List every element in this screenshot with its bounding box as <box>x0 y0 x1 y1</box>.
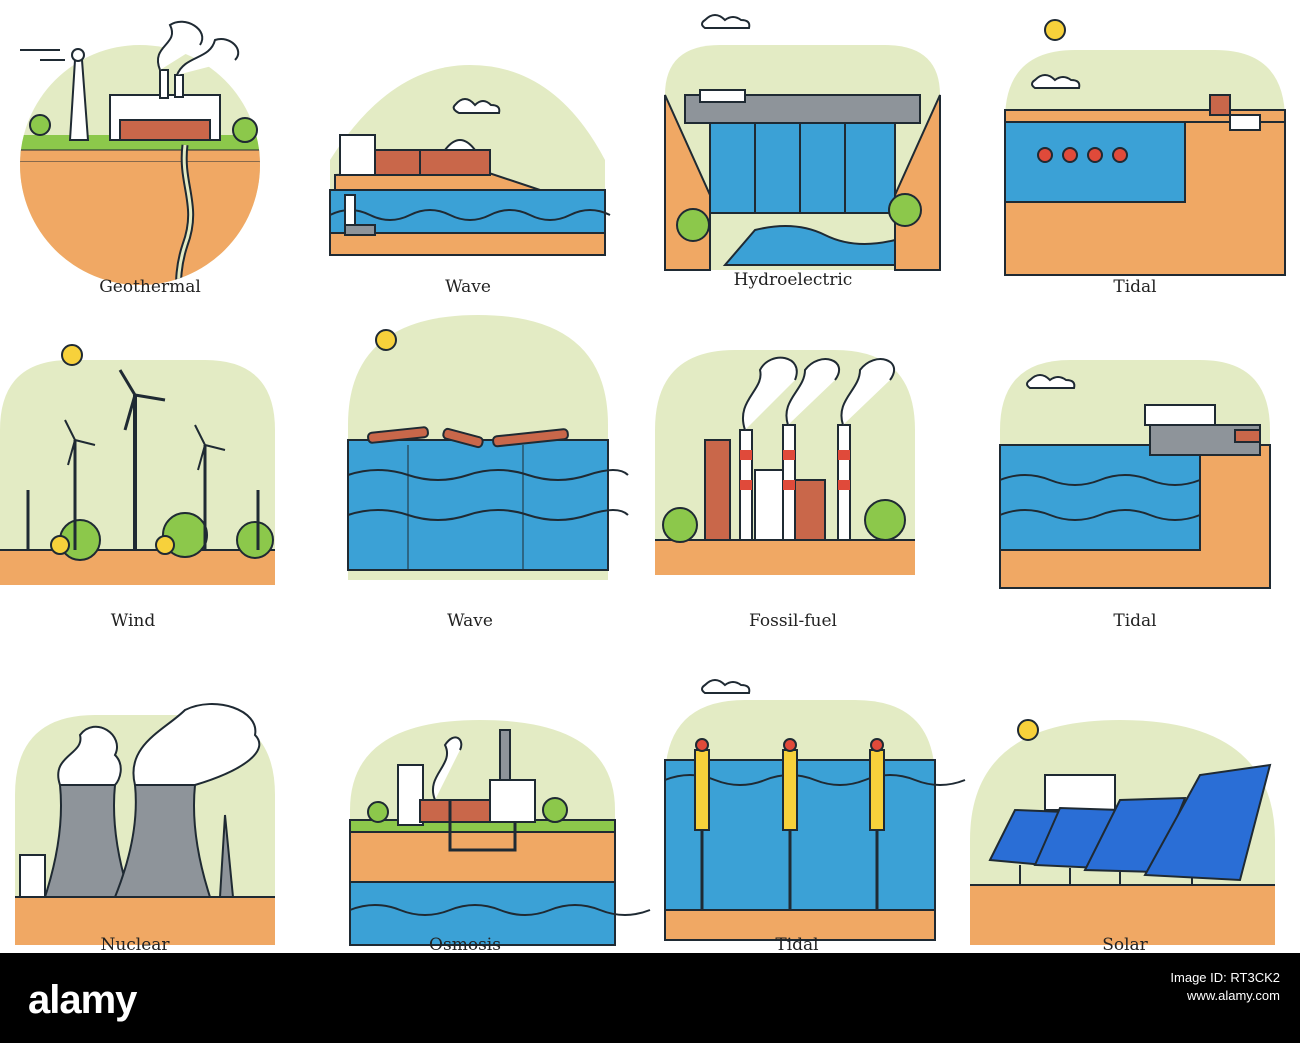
nuclear-card <box>15 675 275 945</box>
fossil-fuel-plant-icon <box>655 350 915 575</box>
icon-label: Solar <box>1102 935 1148 955</box>
icon-label: Wind <box>110 611 156 631</box>
image-id-line: Image ID: RT3CK2 <box>1170 970 1280 985</box>
icon-label: Wave <box>447 611 493 631</box>
hydroelectric-dam-icon <box>664 14 941 271</box>
icon-label: Wave <box>445 277 491 297</box>
nuclear-plant-icon <box>15 703 275 945</box>
icon-label: Tidal <box>1113 611 1157 631</box>
icon-label: Tidal <box>1113 277 1157 297</box>
geothermal-plant-icon <box>20 20 260 285</box>
stock-info: Image ID: RT3CK2 www.alamy.com <box>1170 969 1280 1005</box>
tidal-barrage-card <box>1004 10 1286 276</box>
wave-snake-icon <box>347 315 629 580</box>
watermark-bar: alamy Image ID: RT3CK2 www.alamy.com <box>0 953 1300 1043</box>
hydroelectric-card <box>664 14 941 271</box>
wind-card <box>0 330 275 585</box>
osmosis-plant-icon <box>349 720 651 946</box>
brand-logo[interactable]: alamy <box>28 978 137 1022</box>
wind-farm-icon <box>0 344 275 585</box>
wave-snake-card <box>347 315 629 580</box>
icon-label: Fossil-fuel <box>749 611 837 631</box>
solar-card <box>970 700 1275 945</box>
site-url[interactable]: www.alamy.com <box>1187 988 1280 1003</box>
icon-label: Nuclear <box>100 935 170 955</box>
wave-plant-shore-icon <box>329 65 611 256</box>
tidal-turbine-icon <box>664 679 966 941</box>
wave-shore-card <box>329 55 611 280</box>
icon-label: Geothermal <box>99 277 201 297</box>
icon-label: Osmosis <box>429 935 501 955</box>
geothermal-card <box>10 15 275 320</box>
icon-label: Tidal <box>775 935 819 955</box>
tidal-dam-icon <box>999 360 1271 589</box>
tidal-dam-card <box>999 330 1271 589</box>
fossil-fuel-card <box>655 330 915 575</box>
osmosis-card <box>349 700 651 946</box>
solar-farm-icon <box>970 719 1275 945</box>
tidal-turbine-card <box>664 679 966 941</box>
tidal-barrage-icon <box>1004 19 1286 276</box>
icon-label: Hydroelectric <box>733 270 853 290</box>
